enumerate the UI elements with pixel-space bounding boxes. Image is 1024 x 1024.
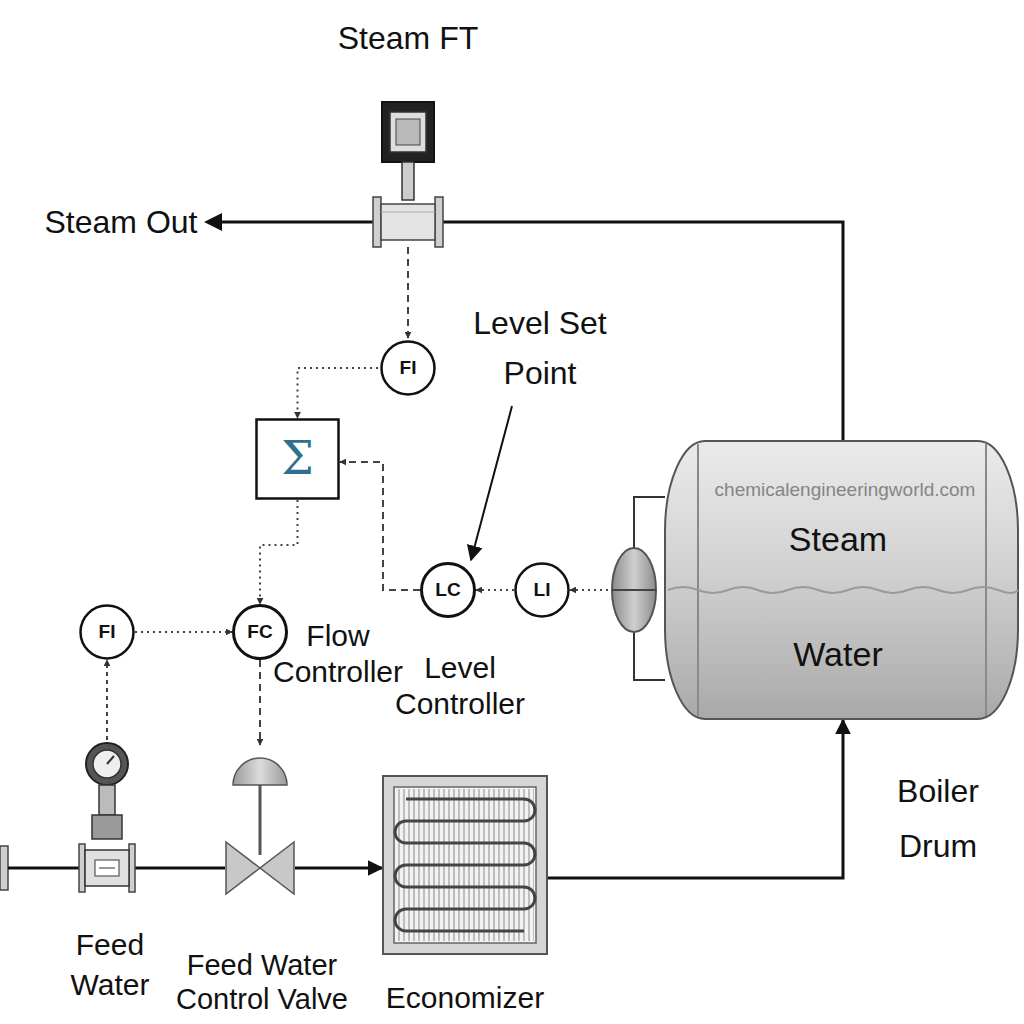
- signal-line: [259, 660, 261, 745]
- instrument-tag: FC: [232, 604, 288, 660]
- signal-line: [106, 660, 108, 740]
- signal-line: [260, 500, 298, 604]
- level-indicator: LI: [514, 562, 570, 618]
- summer-block: Σ: [255, 418, 340, 500]
- signal-line: [570, 589, 608, 591]
- level-controller: LCLevel Controller: [420, 562, 476, 618]
- flow-meter: Feed Water: [79, 740, 135, 892]
- stream-label: Steam Out: [40, 202, 202, 242]
- flow-indicator: FI: [79, 604, 135, 660]
- controller-label: Level Controller: [380, 650, 540, 722]
- feed-pipe: [135, 867, 225, 870]
- equipment-label: Boiler Drum: [870, 764, 1006, 874]
- economizer-outline: [382, 775, 548, 955]
- process-line: [443, 222, 843, 440]
- feed-pipe: [8, 867, 79, 870]
- instrument-tag: FI: [378, 338, 438, 398]
- summer-symbol: Σ: [255, 418, 340, 500]
- signal-line: [298, 368, 379, 418]
- process-line: [295, 867, 382, 870]
- steam-pipe: [216, 221, 373, 224]
- equipment-label: Feed Water: [55, 925, 165, 1005]
- steam-out-arrow: [204, 213, 222, 231]
- instrument-tag: LI: [514, 562, 570, 618]
- flow-transmitter-outline: [373, 102, 443, 247]
- signal-line: [476, 589, 514, 591]
- phase-label: Water: [768, 633, 908, 675]
- instrument-tag: LC: [420, 562, 476, 618]
- signal-line: [340, 462, 420, 590]
- phase-label: Steam: [768, 518, 908, 560]
- watermark: chemicalengineeringworld.com: [690, 478, 1000, 502]
- set-point-arrow: [471, 406, 512, 560]
- equipment-label: Economizer: [370, 980, 560, 1016]
- flow-meter-outline: [79, 740, 135, 892]
- flow-indicator: FI: [378, 338, 438, 398]
- controller-label: Flow Controller: [263, 618, 413, 690]
- instrument-tag: FI: [79, 604, 135, 660]
- control-valve: Feed Water Control Valve: [225, 745, 295, 895]
- flow-transmitter: Steam FT: [373, 102, 443, 247]
- flow-controller: FCFlow Controller: [232, 604, 288, 660]
- signal-line: [407, 247, 409, 338]
- instrument-label: Steam FT: [321, 18, 495, 58]
- equipment-label: Feed Water Control Valve: [170, 948, 354, 1016]
- signal-line: [135, 631, 232, 633]
- economizer: Economizer: [382, 775, 548, 955]
- pipe-flange: [0, 846, 8, 890]
- control-valve-outline: [225, 745, 295, 895]
- process-line: [548, 720, 843, 878]
- set-point-label: Level Set Point: [450, 298, 630, 398]
